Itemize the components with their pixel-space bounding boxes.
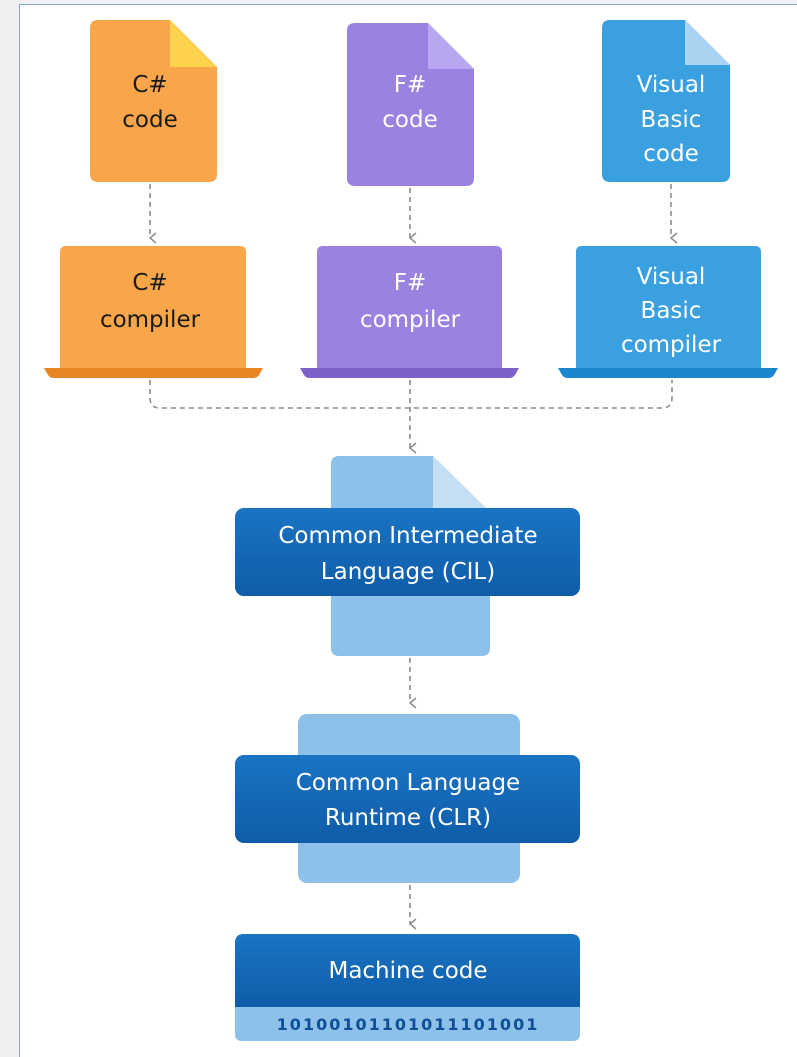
fsharp-code-label-line1: F# [394,72,427,98]
visual-basic-code-label-line1: Visual [637,72,706,98]
csharp-compiler-label-line2: compiler [100,307,201,333]
fsharp-code-label-line2: code [382,107,437,133]
cil-label-line2: Language (CIL) [321,559,495,585]
clr-label-line2: Runtime (CLR) [325,805,491,831]
visual-basic-code-label-line3: code [643,141,698,167]
visual-basic-compiler-label-line1: Visual [637,264,706,290]
machine-code-block [235,934,580,1041]
visual-basic-code-label-line2: Basic [641,107,702,133]
csharp-compiler-label-line1: C# [132,270,167,296]
cil-box [235,508,580,596]
visual-basic-code-file-icon [602,20,730,182]
fsharp-compiler-laptop-icon [300,246,519,378]
clr-box [235,755,580,843]
fsharp-compiler-label-line1: F# [394,270,427,296]
csharp-code-label-line2: code [122,107,177,133]
visual-basic-compiler-label-line3: compiler [621,332,722,358]
visual-basic-compiler-label-line2: Basic [641,298,702,324]
fsharp-compiler-label-line2: compiler [360,307,461,333]
connector-compilers-merge [149,380,673,409]
cil-label-line1: Common Intermediate [278,523,537,549]
machine-code-bits: 10100101101011101001 [277,1015,540,1034]
fsharp-code-file-icon [347,23,474,186]
visual-basic-compiler-laptop-icon [558,246,778,378]
csharp-code-file-icon [90,20,217,182]
clr-label-line1: Common Language [296,770,520,796]
machine-code-label: Machine code [328,958,487,984]
csharp-compiler-laptop-icon [44,246,263,378]
csharp-code-label-line1: C# [132,72,167,98]
